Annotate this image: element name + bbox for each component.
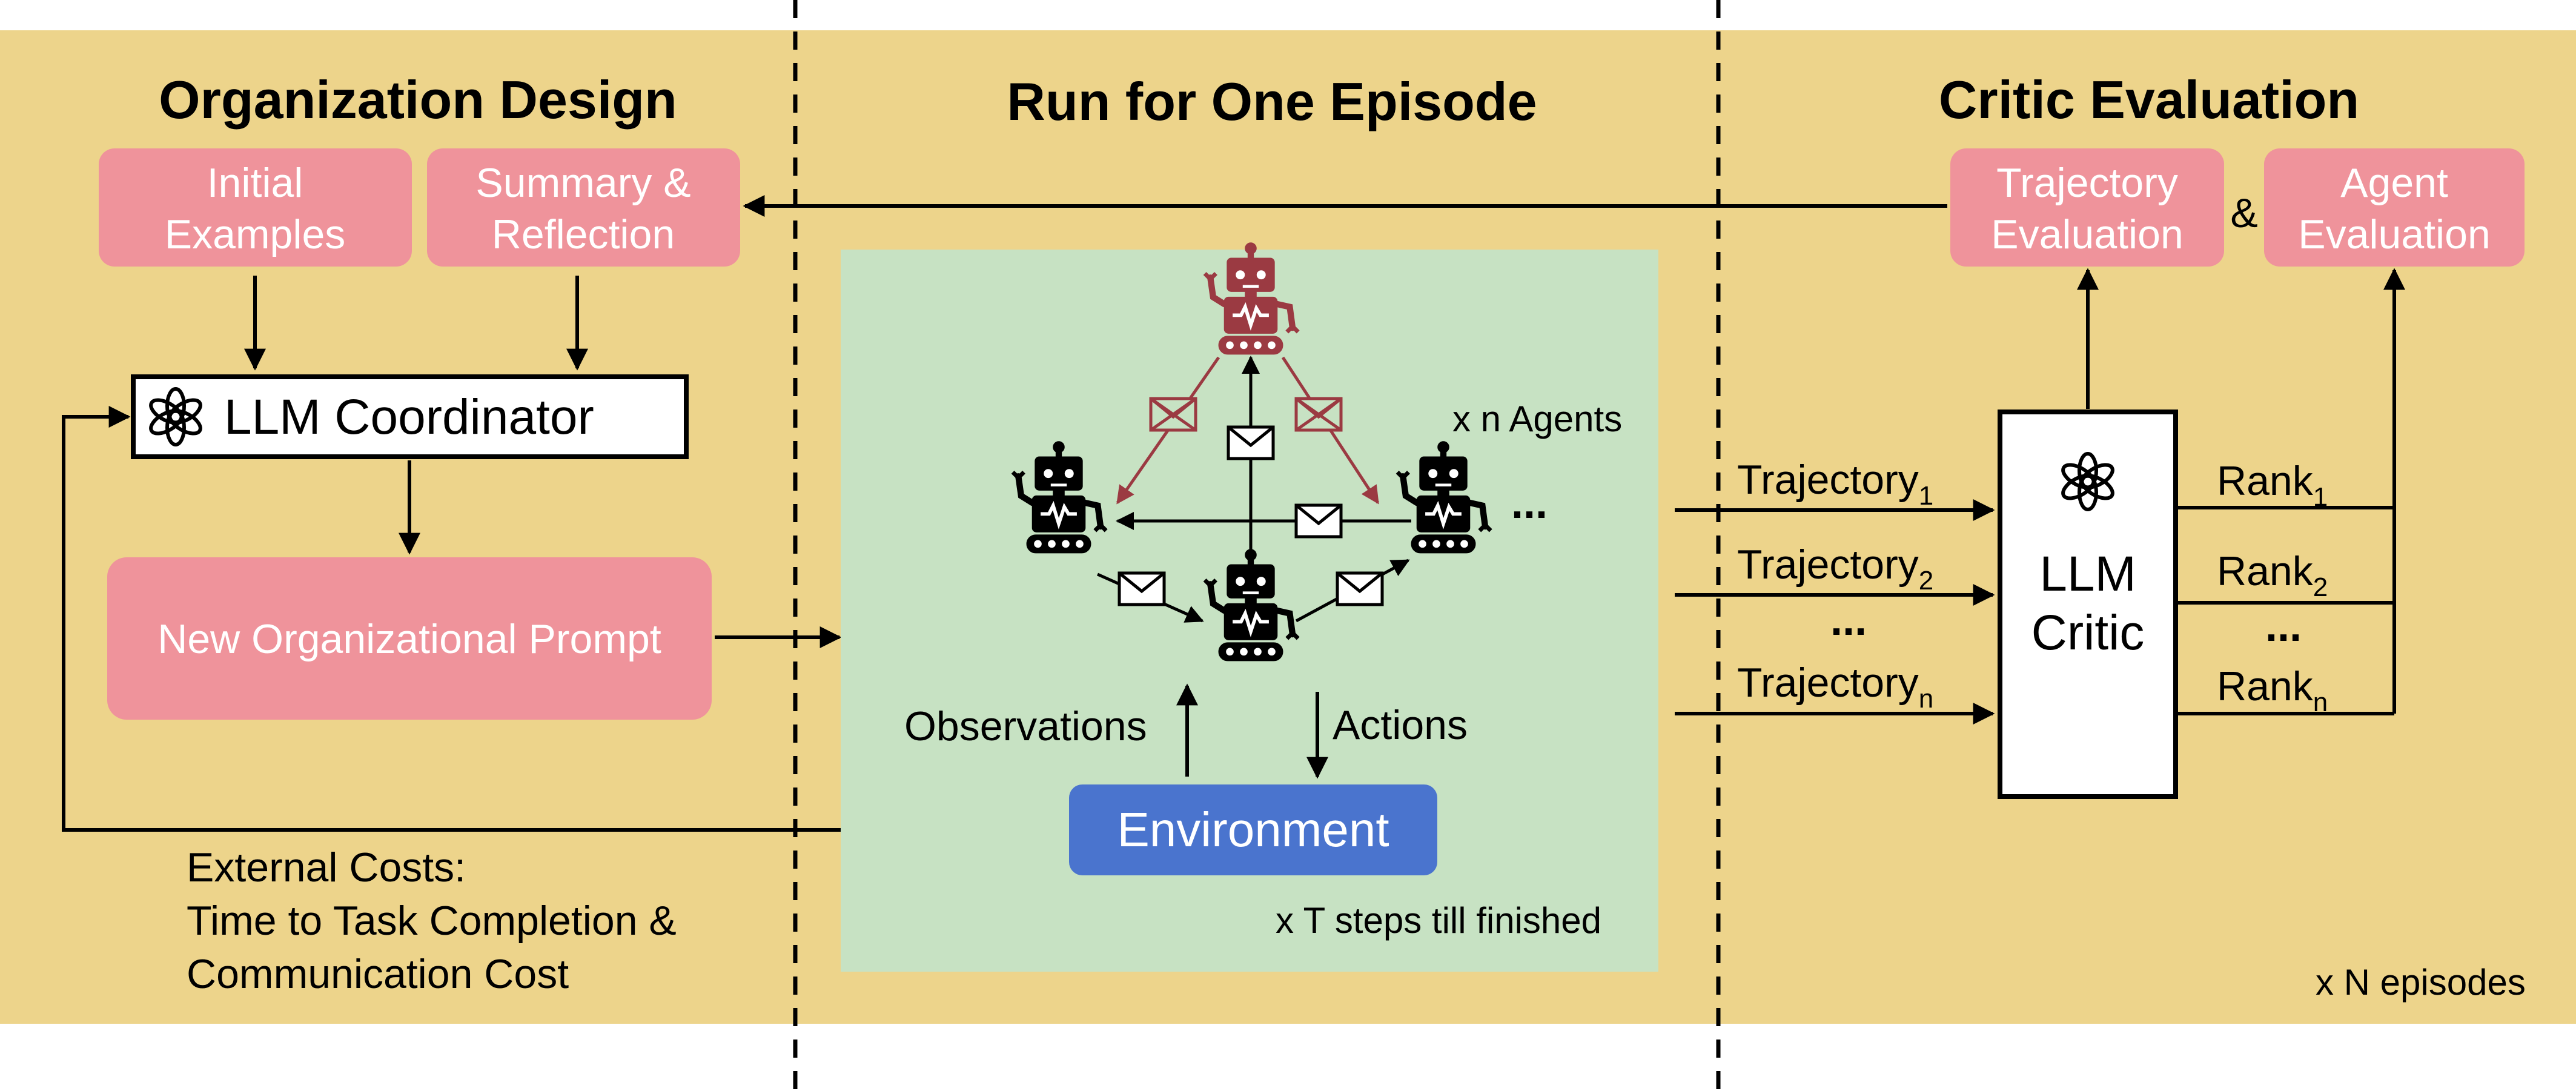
trajectory-n-text: Trajectory: [1737, 660, 1919, 706]
llm-coordinator-box: LLM Coordinator: [131, 374, 689, 459]
trajectory-evaluation-line-1: Trajectory: [1996, 160, 2178, 206]
organization-design-title: Organization Design: [159, 70, 677, 130]
rank-n-label: Rankn: [2217, 663, 2328, 717]
n-agents-label: x n Agents: [1452, 399, 1622, 439]
new-organizational-prompt-label: New Organizational Prompt: [157, 616, 661, 662]
rank-2-label: Rank2: [2217, 548, 2328, 602]
envelope-icon: [1294, 397, 1343, 432]
trajectory-n-subscript: n: [1919, 684, 1933, 714]
summary-reflection-line-1: Summary &: [475, 160, 690, 206]
arrow-environment-to-coordinator: [62, 406, 1069, 832]
initial-examples-line-1: Initial: [207, 160, 303, 206]
trajectory-1-subscript: 1: [1919, 481, 1933, 511]
agent-evaluation-line-2: Evaluation: [2298, 211, 2491, 257]
initial-examples-line-2: Examples: [165, 211, 346, 257]
llm-critic-line-2: Critic: [2031, 605, 2145, 660]
trajectory-ellipsis: ...: [1830, 596, 1867, 645]
trajectory-n-label: Trajectoryn: [1737, 660, 1933, 714]
llm-critic-line-1: LLM: [2039, 546, 2136, 602]
new-organizational-prompt-box: New Organizational Prompt: [107, 557, 712, 720]
rank-1-text: Rank: [2217, 458, 2314, 504]
agent-evaluation-box: Agent Evaluation: [2264, 148, 2525, 267]
observations-label: Observations: [904, 703, 1147, 749]
actions-label: Actions: [1333, 702, 1468, 748]
rank-1-label: Rank1: [2217, 458, 2328, 512]
rank-ellipsis: ...: [2265, 602, 2302, 651]
trajectory-evaluation-box: Trajectory Evaluation: [1950, 148, 2224, 267]
agent-evaluation-line-1: Agent: [2340, 160, 2448, 206]
environment-box: Environment: [1069, 784, 1437, 875]
trajectory-1-text: Trajectory: [1737, 457, 1919, 503]
trajectory-2-label: Trajectory2: [1737, 542, 1933, 595]
trajectory-2-subscript: 2: [1919, 566, 1933, 595]
summary-reflection-box: Summary & Reflection: [427, 148, 740, 267]
initial-examples-box: Initial Examples: [99, 148, 412, 267]
evaluation-ampersand: &: [2230, 190, 2257, 236]
envelope-icon: [1149, 397, 1197, 432]
trajectory-2-text: Trajectory: [1737, 542, 1919, 588]
agents-ellipsis: ...: [1511, 479, 1548, 528]
critic-evaluation-title: Critic Evaluation: [1939, 70, 2359, 130]
run-episode-title: Run for One Episode: [1007, 71, 1537, 131]
rank-1-subscript: 1: [2313, 482, 2328, 512]
trajectory-evaluation-line-2: Evaluation: [1991, 211, 2184, 257]
rank-n-text: Rank: [2217, 663, 2314, 709]
rank-2-text: Rank: [2217, 548, 2314, 594]
envelope-icon: [1294, 503, 1343, 539]
trajectory-1-label: Trajectory1: [1737, 457, 1933, 511]
external-costs-line-3: Communication Cost: [187, 951, 569, 997]
envelope-icon: [1227, 425, 1275, 460]
external-costs-line-1: External Costs:: [187, 844, 466, 890]
rank-n-subscript: n: [2313, 688, 2328, 717]
llm-coordinator-label: LLM Coordinator: [224, 390, 594, 445]
environment-label: Environment: [1117, 803, 1389, 857]
summary-reflection-line-2: Reflection: [492, 211, 675, 257]
envelope-icon: [1336, 571, 1384, 606]
external-costs-line-2: Time to Task Completion &: [187, 898, 677, 944]
envelope-icon: [1117, 571, 1166, 606]
n-episodes-label: x N episodes: [2316, 962, 2526, 1003]
llm-critic-box: LLM Critic: [1998, 410, 2178, 799]
rank-2-subscript: 2: [2313, 572, 2328, 602]
t-steps-label: x T steps till finished: [1276, 900, 1601, 941]
